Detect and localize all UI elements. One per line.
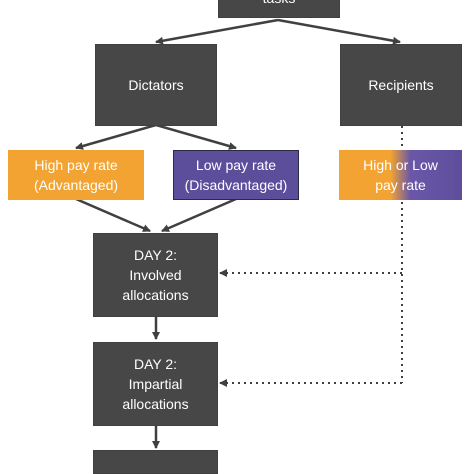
high-pay-rate-line2: (Advantaged) [33, 177, 119, 193]
top-tasks-label: tasks [263, 0, 296, 8]
day2-impartial-box: DAY 2: Impartial allocations [93, 342, 218, 426]
dictators-box: Dictators [95, 44, 217, 126]
day2-impartial-line1: DAY 2: [133, 356, 178, 372]
day2-involved-line2: Involved [129, 267, 182, 283]
top-tasks-box: tasks [218, 0, 340, 18]
arrow-top-to-dictators [155, 18, 279, 45]
high-or-low-line2: pay rate [375, 177, 426, 193]
arrow-dictators-to-high-pay [75, 123, 157, 150]
recipients-label: Recipients [368, 77, 434, 93]
dictators-label: Dictators [128, 77, 184, 93]
arrow-dictators-to-low-pay [155, 123, 237, 150]
low-pay-rate-line1: Low pay rate [195, 157, 277, 173]
high-or-low-pay-rate-box: High or Low pay rate [339, 150, 462, 200]
day2-impartial-line2: Impartial [128, 376, 183, 392]
low-pay-rate-line2: (Disadvantaged) [184, 177, 288, 193]
arrow-top-to-recipients [277, 18, 401, 45]
high-pay-rate-box: High pay rate (Advantaged) [8, 150, 144, 200]
high-or-low-line1: High or Low [363, 157, 438, 173]
arrow-high-pay-to-involved [75, 197, 151, 233]
high-pay-rate-line1: High pay rate [34, 157, 118, 173]
recipients-box: Recipients [340, 44, 462, 126]
day2-impartial-line3: allocations [122, 396, 189, 412]
bottom-box [93, 450, 218, 474]
arrow-low-pay-to-involved [161, 197, 237, 233]
day2-involved-line3: allocations [122, 287, 189, 303]
day2-involved-box: DAY 2: Involved allocations [93, 233, 218, 317]
low-pay-rate-box: Low pay rate (Disadvantaged) [173, 150, 299, 200]
day2-involved-line1: DAY 2: [133, 247, 178, 263]
